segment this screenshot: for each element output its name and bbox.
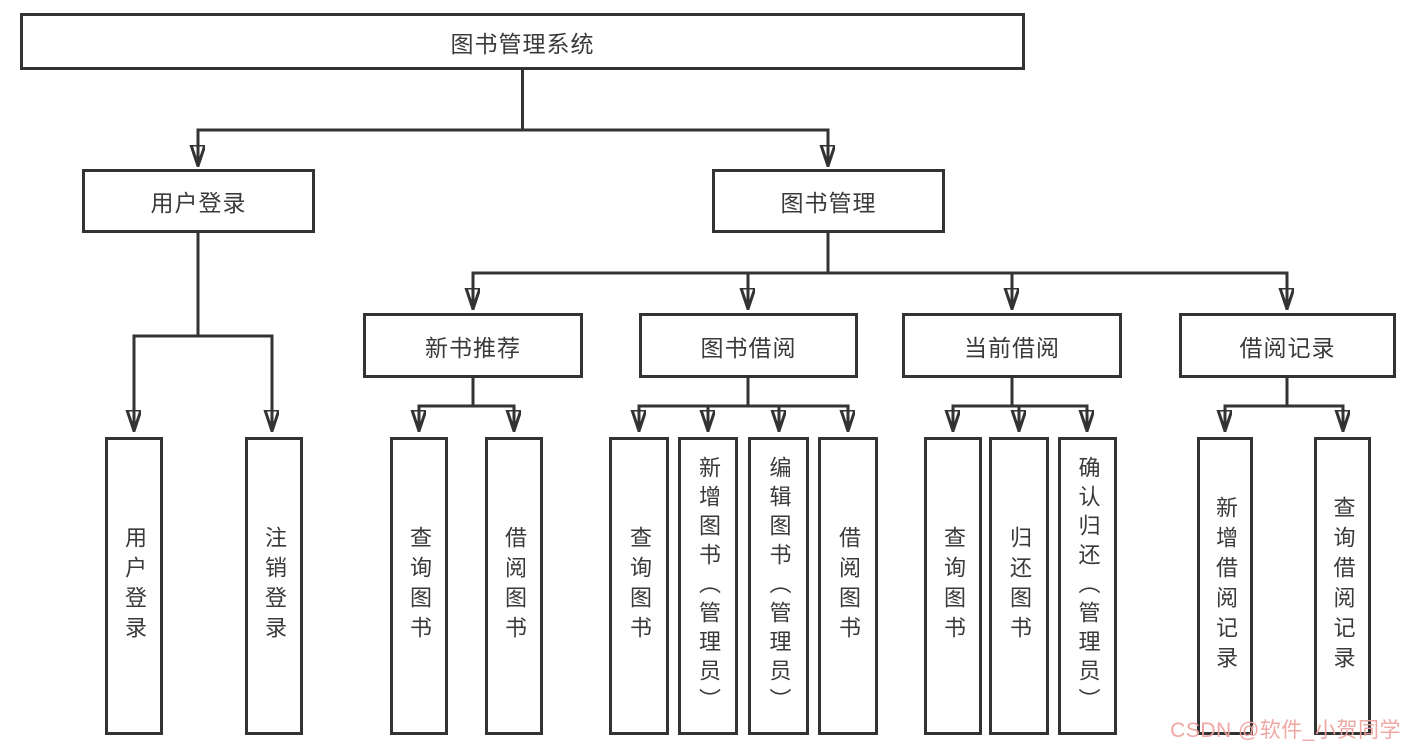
leaf-edit-book-admin: 编辑图书（管理员） [748, 437, 809, 735]
leaf-user-login: 用户登录 [105, 437, 163, 735]
node-library-system: 图书管理系统 [20, 13, 1025, 70]
leaf-return-books: 归还图书 [989, 437, 1049, 735]
leaf-logout: 注销登录 [245, 437, 303, 735]
leaf-query-borrow-record: 查询借阅记录 [1314, 437, 1371, 735]
leaf-add-borrow-record: 新增借阅记录 [1197, 437, 1253, 735]
node-book-borrow: 图书借阅 [639, 313, 858, 378]
leaf-query-books-borrow: 查询图书 [609, 437, 669, 735]
leaf-query-books-current: 查询图书 [924, 437, 982, 735]
node-borrow-records: 借阅记录 [1179, 313, 1396, 378]
leaf-query-books-recommend: 查询图书 [390, 437, 448, 735]
node-new-book-recommend: 新书推荐 [363, 313, 583, 378]
csdn-watermark: CSDN @软件_小贺同学 [1170, 719, 1401, 742]
leaf-add-book-admin: 新增图书（管理员） [678, 437, 738, 735]
node-user-login: 用户登录 [82, 169, 315, 233]
node-book-management: 图书管理 [712, 169, 945, 233]
leaf-borrow-books-recommend: 借阅图书 [485, 437, 543, 735]
leaf-confirm-return-admin: 确认归还（管理员） [1058, 437, 1117, 735]
leaf-borrow-books-2: 借阅图书 [818, 437, 878, 735]
node-current-borrow: 当前借阅 [902, 313, 1122, 378]
